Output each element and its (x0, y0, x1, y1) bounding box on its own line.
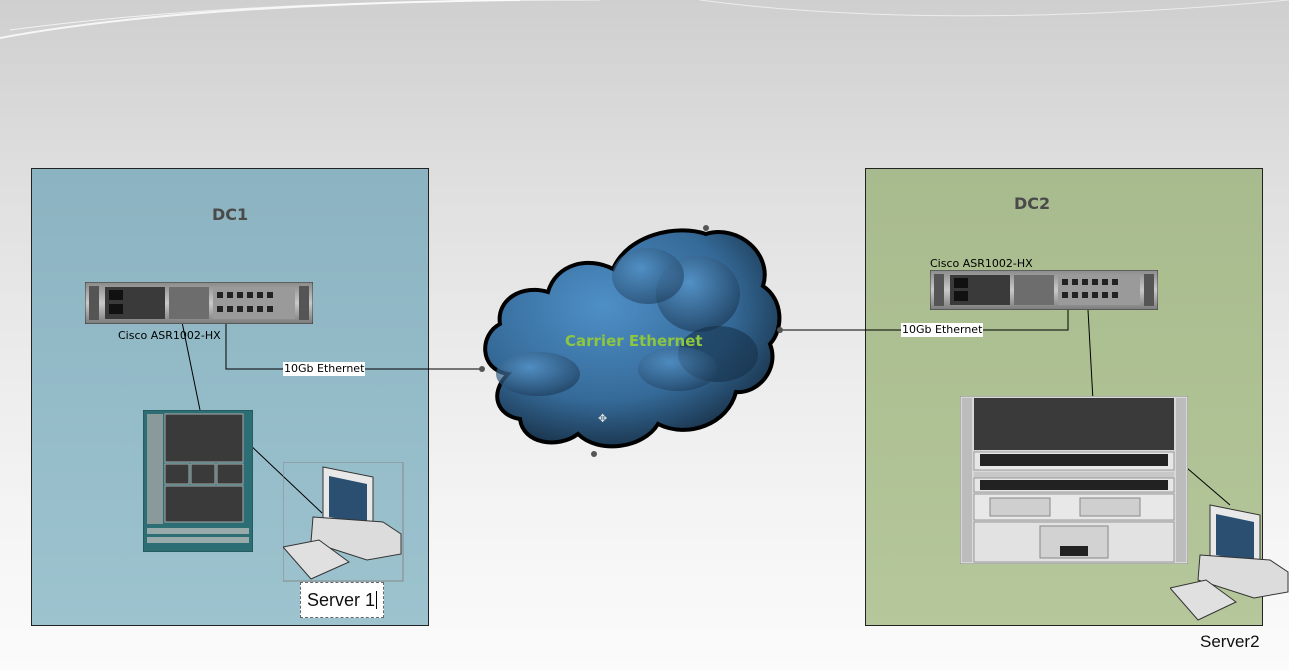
dc1-switch-chassis-icon (143, 410, 253, 552)
background-swoosh (0, 0, 1289, 39)
svg-text:✥: ✥ (598, 412, 607, 425)
cloud-label: Carrier Ethernet (565, 332, 703, 350)
dc2-title: DC2 (1014, 194, 1051, 213)
dc2-datacenter-switch-icon (960, 396, 1188, 564)
dc1-server-label[interactable]: Server 1 (300, 582, 384, 618)
dc2-server-label: Server2 (1200, 632, 1260, 651)
dc1-server-computer-icon (283, 462, 404, 582)
dc2-link-label: 10Gb Ethernet (901, 323, 984, 337)
dc2-router-icon (930, 270, 1158, 310)
dc2-server-computer-icon (1170, 504, 1289, 621)
dc1-title: DC1 (212, 205, 249, 224)
dc2-router-label: Cisco ASR1002-HX (930, 257, 1033, 270)
carrier-cloud-icon: ✥ (479, 225, 783, 457)
dc1-link-label: 10Gb Ethernet (283, 362, 366, 376)
dc1-router-label: Cisco ASR1002-HX (118, 329, 221, 342)
dc1-router-icon (85, 282, 313, 324)
dc1-server-label-text: Server 1 (306, 589, 376, 610)
